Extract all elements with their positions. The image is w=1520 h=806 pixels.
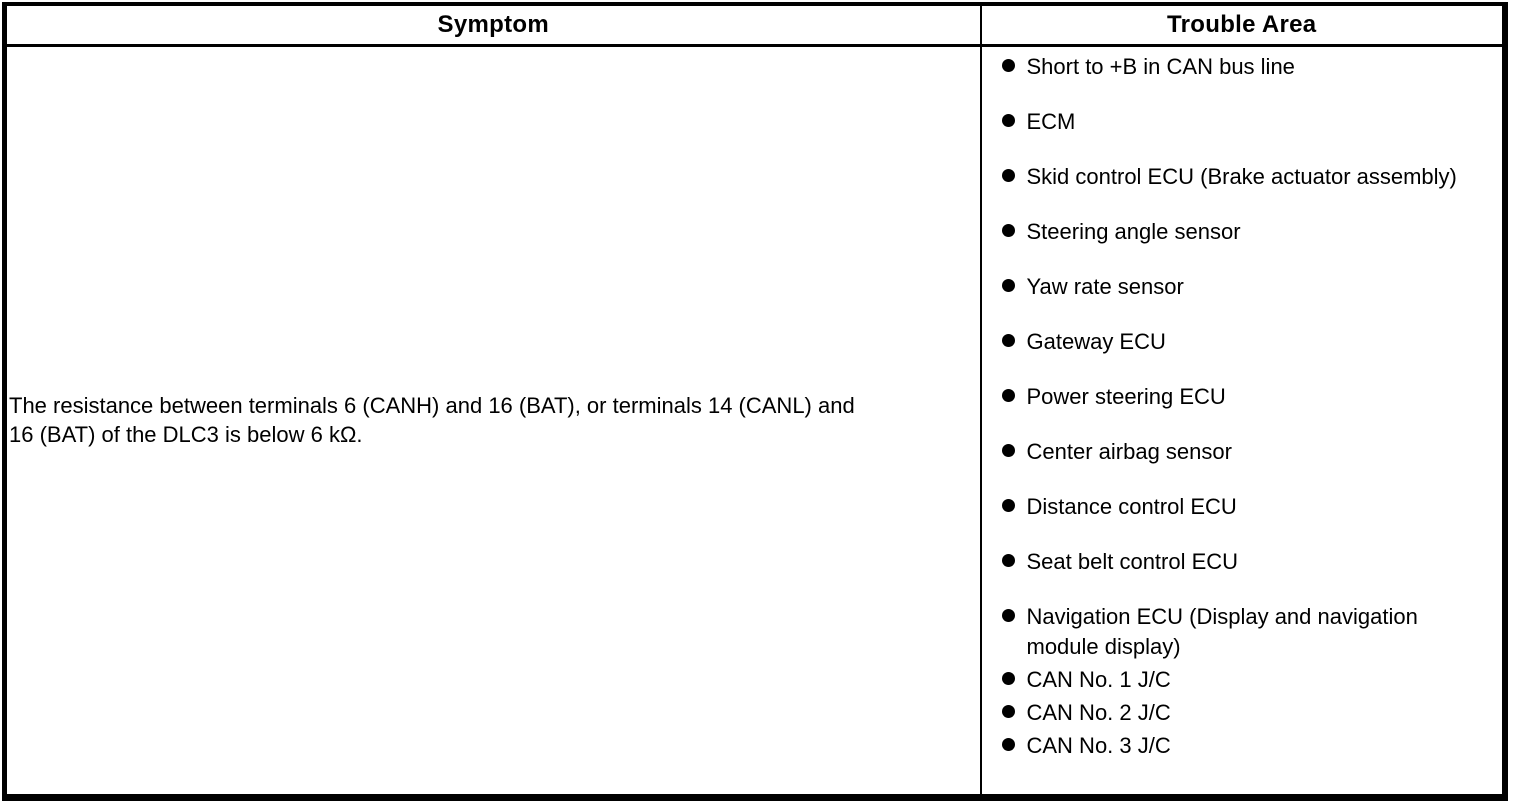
table-row: The resistance between terminals 6 (CANH…	[5, 45, 1505, 798]
bullet-icon	[1001, 333, 1015, 347]
bullet-icon	[1001, 223, 1015, 237]
trouble-area-item: CAN No. 2 J/C	[982, 698, 1503, 728]
column-header-symptom: Symptom	[4, 4, 981, 47]
trouble-area-item: CAN No. 3 J/C	[982, 731, 1503, 761]
trouble-area-label: Steering angle sensor	[1026, 218, 1241, 244]
trouble-area-item: ECM	[982, 107, 1503, 137]
trouble-area-label: Short to +B in CAN bus line	[1026, 53, 1295, 79]
trouble-area-label: Center airbag sensor	[1026, 438, 1232, 464]
bullet-icon	[1001, 608, 1015, 622]
bullet-icon	[1001, 443, 1015, 457]
column-header-trouble-area: Trouble Area	[979, 4, 1505, 47]
trouble-area-label: Gateway ECU	[1026, 328, 1166, 354]
symptom-text: The resistance between terminals 6 (CANH…	[9, 393, 855, 448]
trouble-area-label: ECM	[1026, 108, 1076, 134]
bullet-icon	[1001, 168, 1015, 182]
table-header-row: Symptom Trouble Area	[4, 4, 1505, 47]
bullet-icon	[1001, 553, 1015, 567]
trouble-area-item: Center airbag sensor	[982, 437, 1503, 467]
trouble-area-label: Seat belt control ECU	[1026, 548, 1239, 574]
bullet-icon	[1001, 278, 1015, 292]
trouble-area-item: Skid control ECU (Brake actuator assembl…	[982, 162, 1503, 192]
bullet-icon	[1001, 388, 1015, 402]
trouble-area-item: Steering angle sensor	[982, 217, 1503, 247]
trouble-area-item: Gateway ECU	[982, 327, 1503, 357]
trouble-area-label: CAN No. 2 J/C	[1026, 699, 1171, 725]
trouble-area-item: Power steering ECU	[982, 382, 1503, 412]
trouble-area-item: Short to +B in CAN bus line	[982, 52, 1503, 82]
bullet-icon	[1001, 704, 1015, 718]
bullet-icon	[1001, 671, 1015, 685]
trouble-area-item: Yaw rate sensor	[982, 272, 1503, 302]
trouble-area-label: CAN No. 3 J/C	[1026, 732, 1171, 758]
trouble-area-label: Navigation ECU (Display and navigation m…	[1026, 603, 1418, 659]
symptom-cell: The resistance between terminals 6 (CANH…	[5, 45, 981, 798]
trouble-area-label: CAN No. 1 J/C	[1026, 666, 1171, 692]
bullet-icon	[1001, 498, 1015, 512]
bullet-icon	[1001, 113, 1015, 127]
trouble-area-label: Distance control ECU	[1026, 493, 1237, 519]
bullet-icon	[1001, 737, 1015, 751]
trouble-area-label: Skid control ECU (Brake actuator assembl…	[1026, 163, 1457, 189]
trouble-area-item: Navigation ECU (Display and navigation m…	[982, 602, 1503, 662]
trouble-area-item: Seat belt control ECU	[982, 547, 1503, 577]
trouble-area-label: Yaw rate sensor	[1026, 273, 1184, 299]
trouble-area-label: Power steering ECU	[1026, 383, 1226, 409]
trouble-area-item: Distance control ECU	[982, 492, 1503, 522]
bullet-icon	[1001, 58, 1015, 72]
trouble-area-item: CAN No. 1 J/C	[982, 665, 1503, 695]
